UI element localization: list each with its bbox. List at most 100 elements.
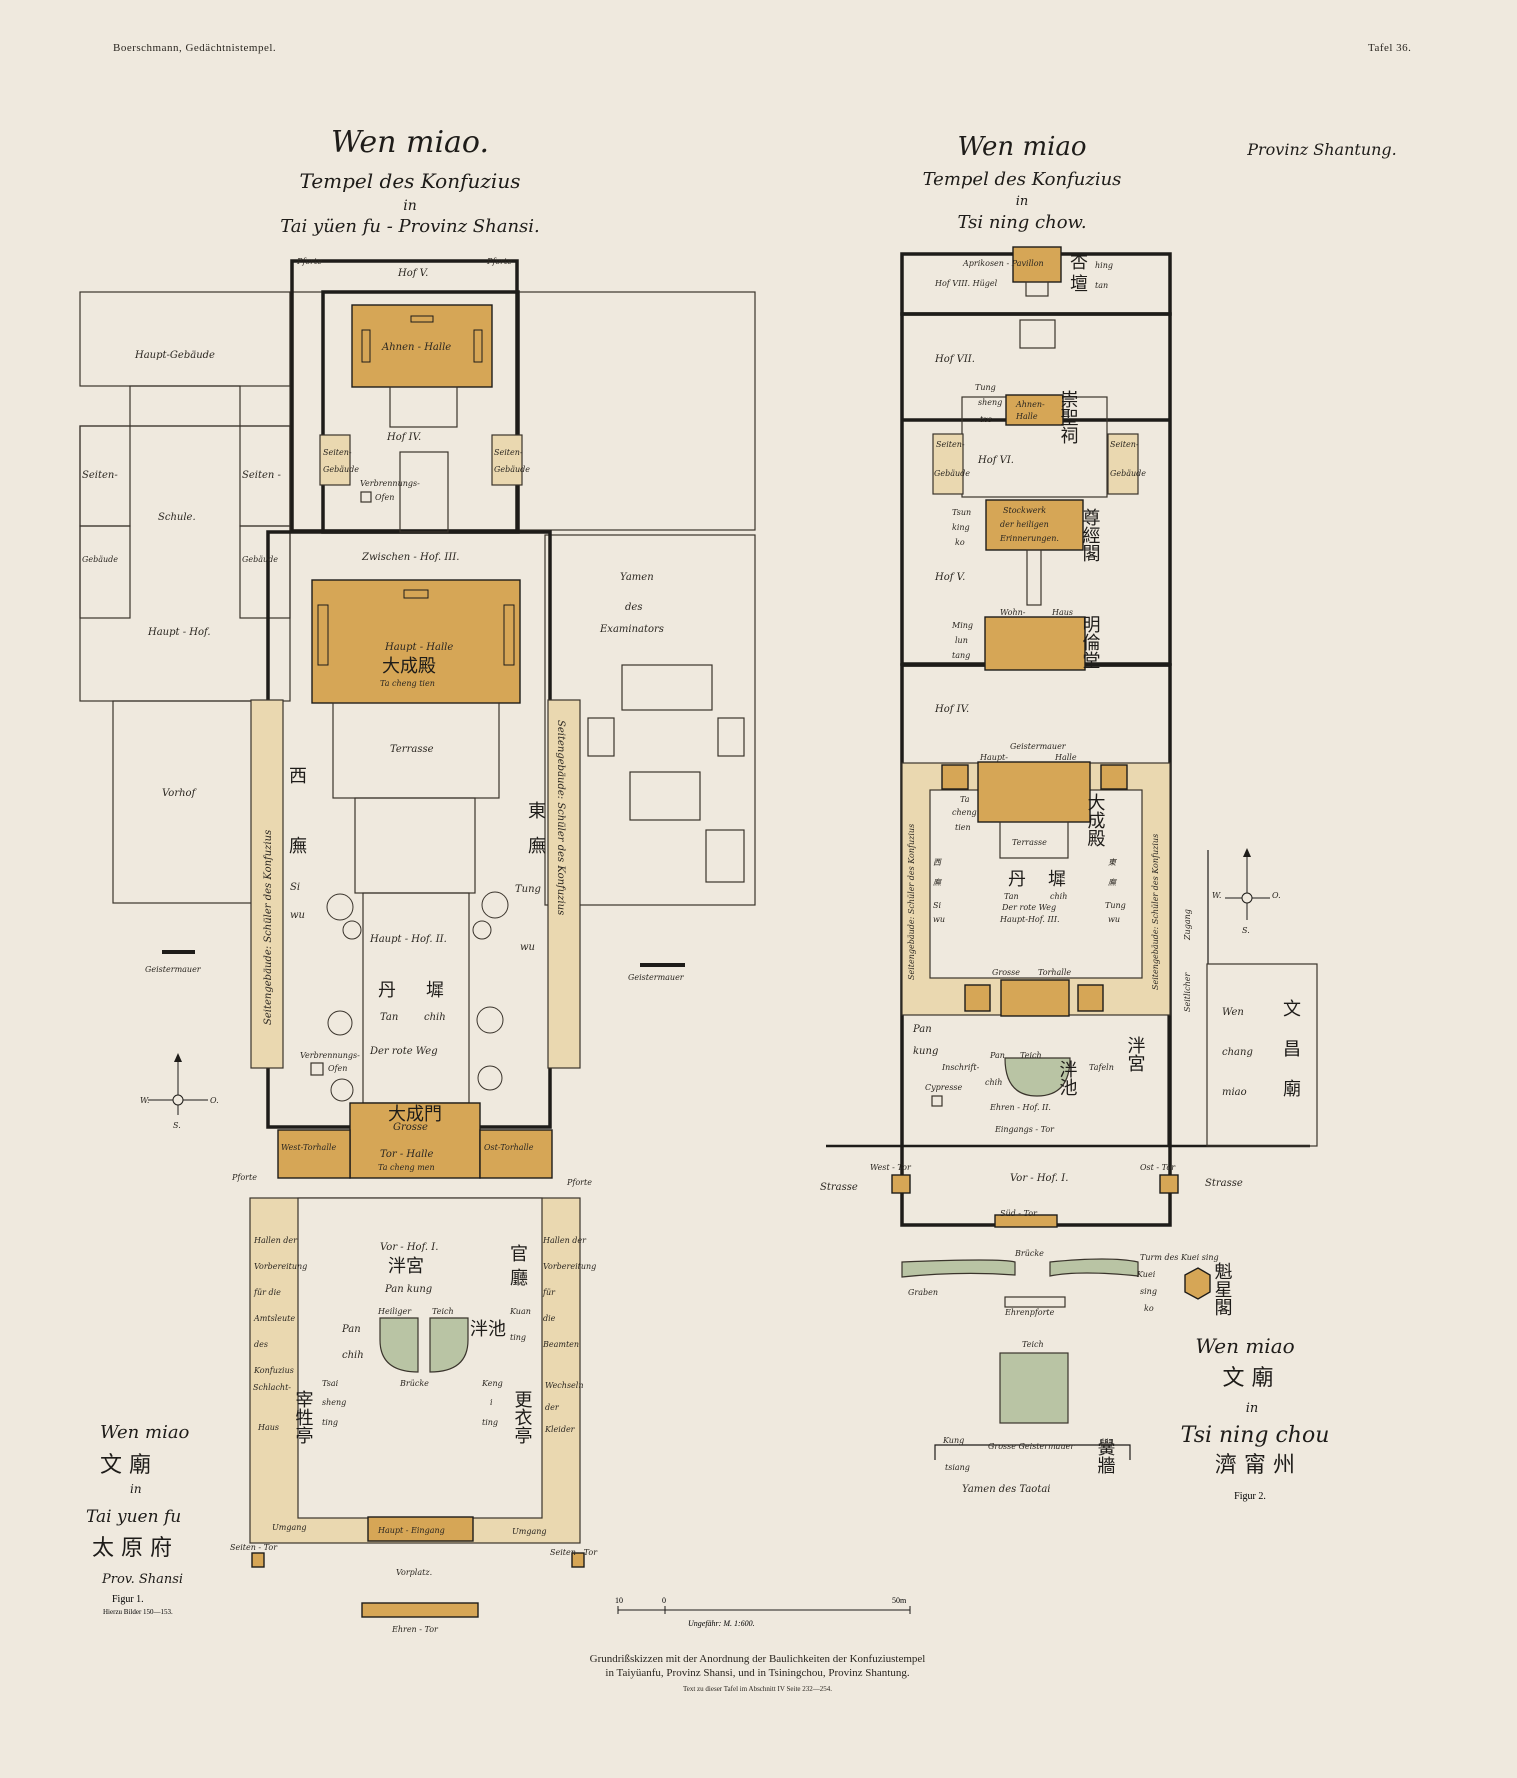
fig1-subtitle: Tempel des Konfuzius [300,169,521,193]
f2-label-seitlicher: Seitlicher [1183,972,1192,1012]
fig2-province: Provinz Shantung. [1246,140,1397,159]
wenchang-cn-1: 昌 [1283,1039,1301,1060]
label-geb-a: Gebäude [82,555,118,564]
grosse-torhalle-2 [1000,979,1070,1017]
bottom-line-2: in Taiyüanfu, Provinz Shansi, und in Tsi… [605,1667,910,1679]
wechsel-line-0: Wechseln [545,1381,584,1390]
ahnen-halle [351,304,493,388]
compass1-w: W. [140,1096,149,1105]
f2-label-minglun: 明倫堂 [1080,615,1101,669]
f2-label-dong: 東 [1108,858,1118,867]
haupthalle-detail-1 [317,604,329,666]
f2-label-torhalle: Torhalle [1038,968,1071,977]
label-vorhof: Vorhof [162,788,198,799]
label-ting-1: ting [510,1333,526,1342]
label-geb-b: Gebäude [242,555,278,564]
label-heiliger: Heiliger [377,1307,412,1316]
label-ting-2: ting [322,1418,338,1427]
label-hof4: Hof IV. [386,432,422,443]
f2-label-kung-2: Kung [942,1436,964,1445]
haupt-halle [311,579,521,704]
compass-2: W. O. S. [1212,848,1281,935]
label-wu-east: 廡 [528,836,546,857]
f2-label-king: king [952,523,970,532]
f2-label-wohn: Wohn- [1000,608,1026,617]
f2-label-tung: Tung [975,383,996,392]
haupt-halle-2 [977,761,1091,823]
haupthalle2-corner-r [1100,764,1128,790]
hallen-right-line-1: Vorbereitung [543,1262,596,1271]
label-ahnen-halle: Ahnen - Halle [381,342,451,353]
f2-label-haupt: Haupt- [979,753,1008,762]
label-teich: Teich [432,1307,454,1316]
wechsel-line-1: der [545,1403,560,1412]
haupthalle2-corner-l [941,764,969,790]
label-tan: Tan [380,1012,398,1023]
label-keng: Keng [481,1379,503,1388]
f2-label-grosse-geist: Grosse Geistermauer [988,1442,1075,1451]
label-seiten-a: Seiten- [82,470,118,481]
fig2-title: Wen miao [957,132,1086,162]
hallen-left-line-0: Hallen der [253,1236,298,1245]
label-terrasse: Terrasse [390,744,434,755]
upper-compound-outline [289,291,756,531]
hallen-left-line-3: Amtsleute [253,1314,295,1323]
f2-label-wu: wu [933,915,945,924]
label-rote-weg: Der rote Weg [369,1046,438,1057]
label-zwischen-hof: Zwischen - Hof. III. [361,552,459,563]
f2-label-inschrift: Inschrift- [941,1063,980,1072]
label-wu-west: 廡 [289,836,307,857]
label-seitengeb-right: Seitengebäude: Schüler des Konfuzius [555,720,566,915]
f2-label-seitengeb-r: Seitengebäude: Schüler des Konfuzius [1151,834,1160,990]
wenchang-rom-2: miao [1222,1087,1247,1098]
compass1-s: S. [173,1121,181,1130]
label-chih: chih [424,1012,446,1023]
f2-label-ko: ko [955,538,965,547]
f2-label-bruecke: Brücke [1014,1249,1044,1258]
yamen-outline [544,534,756,906]
f2-label-ehrenpforte: Ehrenpforte [1004,1308,1055,1317]
fig1-caption-cn2: 太 原 府 [92,1536,172,1561]
bottom-line-1: Grundrißskizzen mit der Anordnung der Ba… [589,1653,926,1665]
kuei-sing-turm [1184,1267,1211,1300]
haupthalle-detail-3 [403,589,429,599]
f2-label-si: Si [933,901,941,910]
hallen-left-line-2: für die [253,1288,281,1297]
wenchang-rom-1: chang [1222,1047,1253,1058]
fig1-title: Wen miao. [331,125,489,160]
scale-bar: 10 0 50m Ungefähr: M. 1:600. [615,1596,911,1628]
f2-label-terrasse: Terrasse [1012,838,1047,847]
f2-label-pan: Pan [912,1024,932,1035]
f2-label-aprikosen: Aprikosen - Pavillon [962,259,1044,268]
f2-label-strasse-r: Strasse [1205,1178,1243,1189]
f2-label-tien: tien [955,823,971,832]
f2-label-teich: Teich [1020,1051,1042,1060]
fig2-caption-in: in [1246,1401,1259,1416]
label-hof5: Hof V. [397,268,429,279]
label-schule: Schule. [158,512,196,523]
f2-label-tang: tang [952,651,970,660]
f2-label-halle: Halle [1015,412,1038,421]
f2-label-geb-l: Gebäude [934,469,970,478]
label-pforte-2r: Pforte [566,1178,592,1187]
scale-label: Ungefähr: M. 1:600. [688,1619,755,1628]
f2-label-gongqiang: 黌牆 [1095,1438,1116,1474]
seitentor-right [571,1552,585,1568]
label-umgang-r: Umgang [512,1527,547,1536]
f2-label-seiten-l: Seiten- [936,440,965,449]
seitengeb-left-2 [79,525,131,619]
f2-label-wu-2: wu [1108,915,1120,924]
hof7-platform [1019,319,1056,349]
torhalle2-side-l [964,984,991,1012]
ahnen-detail-3 [410,315,434,323]
label-si: Si [290,882,300,893]
f2-label-ost-tor: Ost - Tor [1140,1163,1176,1172]
label-haus: Haus [257,1423,279,1432]
label-wu-rom-r: wu [520,942,535,953]
haupthalle-detail-2 [503,604,515,666]
verbrennungsofen-2 [310,1062,324,1076]
f2-label-chongsheng: 崇聖祠 [1058,390,1079,444]
hallen-right-line-0: Hallen der [542,1236,587,1245]
fig2-in: in [1016,194,1029,209]
f2-label-ko-2: ko [1144,1304,1154,1313]
